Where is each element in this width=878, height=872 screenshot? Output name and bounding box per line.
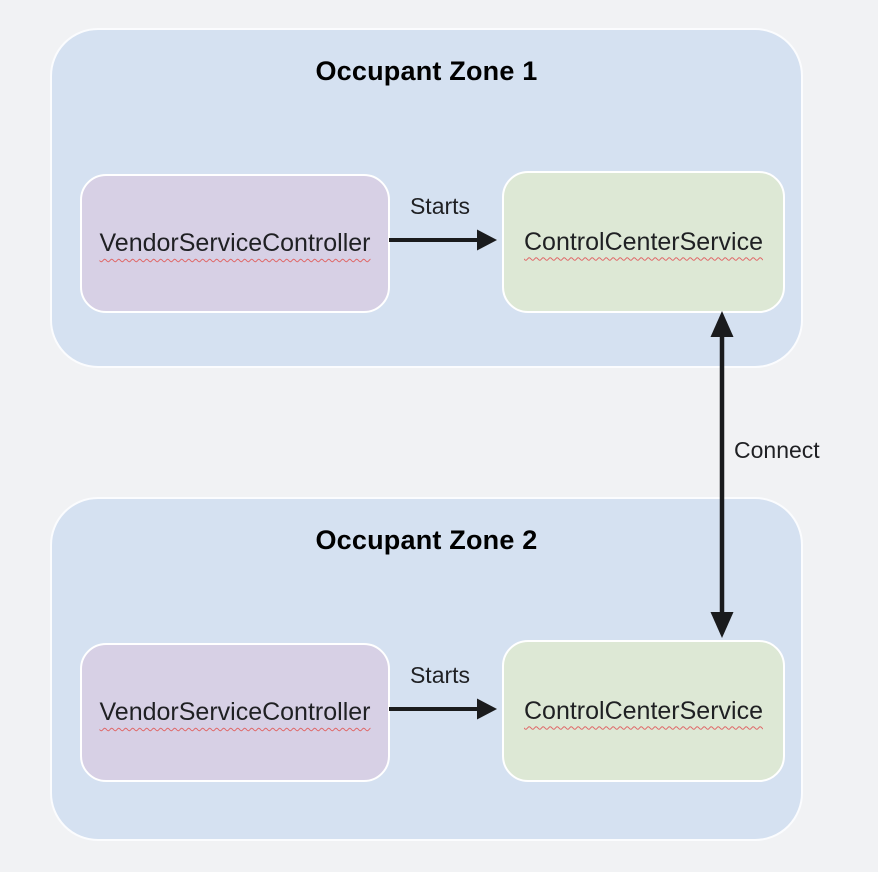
zone-2-vendor-service-controller-label: VendorServiceController	[99, 698, 371, 726]
zone-1-vendor-service-controller-node: VendorServiceController	[80, 174, 390, 313]
occupant-zone-2: Occupant Zone 2 VendorServiceController …	[50, 497, 803, 841]
zone-1-control-center-service-node: ControlCenterService	[502, 171, 785, 313]
zone-2-control-center-service-node: ControlCenterService	[502, 640, 785, 782]
zone-2-title: Occupant Zone 2	[315, 525, 538, 555]
zone-2-starts-edge-label: Starts	[409, 662, 471, 688]
zone-2-control-center-service-label: ControlCenterService	[524, 696, 763, 725]
occupant-zone-1: Occupant Zone 1 VendorServiceController …	[50, 28, 803, 368]
zone-2-vendor-service-controller-node: VendorServiceController	[80, 643, 390, 782]
zone-1-starts-edge-label: Starts	[409, 193, 471, 219]
connect-edge-label: Connect	[734, 437, 820, 463]
zone-1-control-center-service-label: ControlCenterService	[524, 227, 763, 256]
zone-1-title: Occupant Zone 1	[315, 56, 538, 86]
zone-1-vendor-service-controller-label: VendorServiceController	[99, 229, 371, 257]
